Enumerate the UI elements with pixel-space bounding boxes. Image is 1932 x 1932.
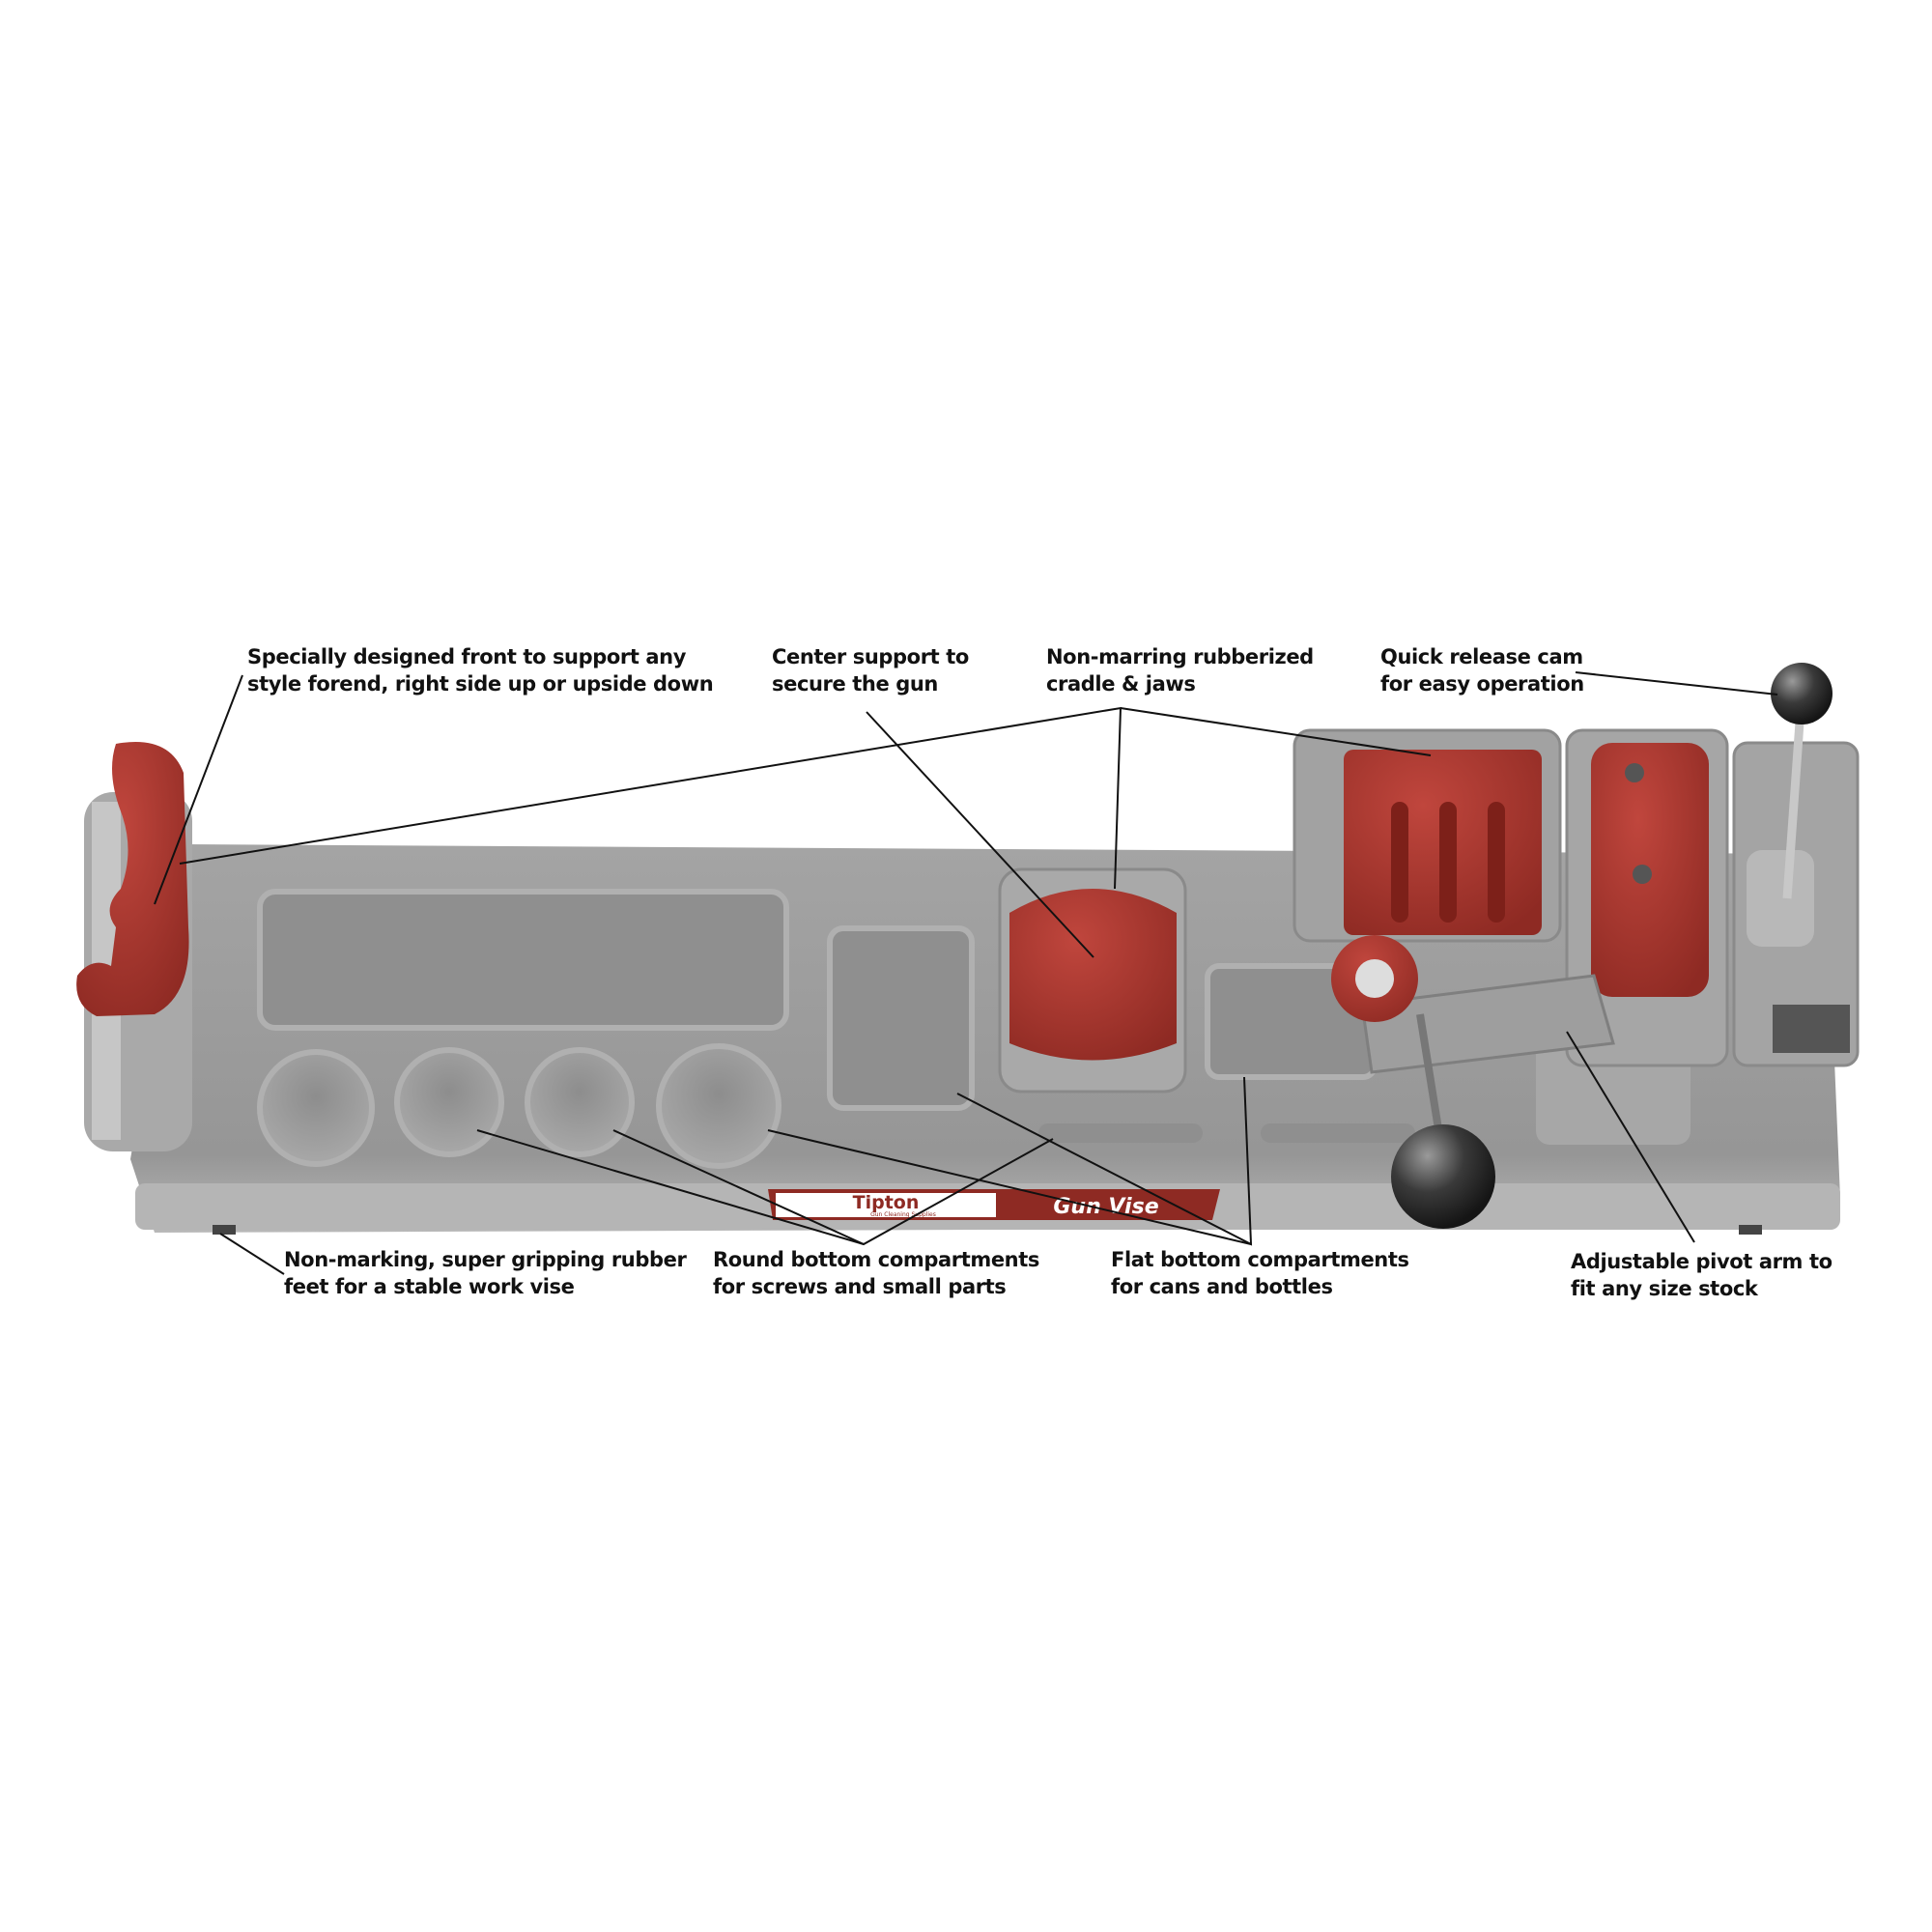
center-support — [998, 867, 1187, 1094]
callout-line: style forend, right side up or upside do… — [247, 672, 714, 696]
leader-feet — [219, 1233, 285, 1275]
leader-flat-2 — [767, 1129, 1252, 1245]
callout-line: Flat bottom compartments — [1111, 1248, 1409, 1271]
callout-quick-release: Quick release cam for easy operation — [1380, 643, 1584, 697]
callout-line: for cans and bottles — [1111, 1275, 1333, 1298]
callout-line: cradle & jaws — [1046, 672, 1196, 696]
rubber-foot — [1739, 1225, 1762, 1235]
rear-cradle — [1293, 728, 1562, 943]
callout-line: Round bottom compartments — [713, 1248, 1039, 1271]
quick-release-cam[interactable] — [1732, 663, 1860, 1067]
slot — [1261, 1123, 1415, 1143]
clamp-knob[interactable] — [1391, 1124, 1495, 1229]
leader-lines — [154, 671, 1778, 1275]
brand-tagline: Gun Cleaning Supplies — [870, 1211, 936, 1218]
callout-line: feet for a stable work vise — [284, 1275, 575, 1298]
slot — [1038, 1123, 1203, 1143]
brand-logo: Tipton — [853, 1192, 920, 1213]
long-compartment — [257, 889, 789, 1031]
callout-line: Adjustable pivot arm to — [1571, 1250, 1833, 1273]
callout-line: for easy operation — [1380, 672, 1584, 696]
product-name: Gun Vise — [1053, 1195, 1158, 1219]
round-compartment — [656, 1043, 781, 1169]
leader-jaws — [1120, 707, 1432, 756]
callout-pivot-arm: Adjustable pivot arm to fit any size sto… — [1571, 1248, 1833, 1302]
callout-flat-compartments: Flat bottom compartments for cans and bo… — [1111, 1246, 1409, 1300]
callout-cradle-jaws: Non-marring rubberized cradle & jaws — [1046, 643, 1314, 697]
round-compartment — [257, 1049, 375, 1167]
callout-front-support: Specially designed front to support any … — [247, 643, 714, 697]
rubber-foot — [213, 1225, 236, 1235]
callout-rubber-feet: Non-marking, super gripping rubber feet … — [284, 1246, 687, 1300]
callout-line: Quick release cam — [1380, 645, 1583, 668]
round-compartment — [394, 1047, 504, 1157]
callout-line: for screws and small parts — [713, 1275, 1007, 1298]
leader-cam — [1575, 671, 1778, 696]
callout-line: Non-marring rubberized — [1046, 645, 1314, 668]
brand-banner: Tipton Gun Cleaning Supplies Gun Vise — [768, 1189, 1220, 1220]
flat-compartment — [827, 925, 975, 1111]
callout-line: Specially designed front to support any — [247, 645, 687, 668]
leader-front-support — [154, 674, 243, 905]
callout-line: Center support to — [772, 645, 969, 668]
front-support — [76, 742, 192, 1151]
callout-center-support: Center support to secure the gun — [772, 643, 969, 697]
leader-round-2 — [612, 1129, 865, 1245]
callout-line: secure the gun — [772, 672, 938, 696]
pivot-arm-assembly — [1331, 728, 1729, 1160]
callout-line: Non-marking, super gripping rubber — [284, 1248, 687, 1271]
callout-line: fit any size stock — [1571, 1277, 1758, 1300]
leader-center-support — [866, 711, 1094, 958]
round-compartment — [525, 1047, 635, 1157]
leader-pivot — [1566, 1031, 1695, 1243]
callout-round-compartments: Round bottom compartments for screws and… — [713, 1246, 1039, 1300]
